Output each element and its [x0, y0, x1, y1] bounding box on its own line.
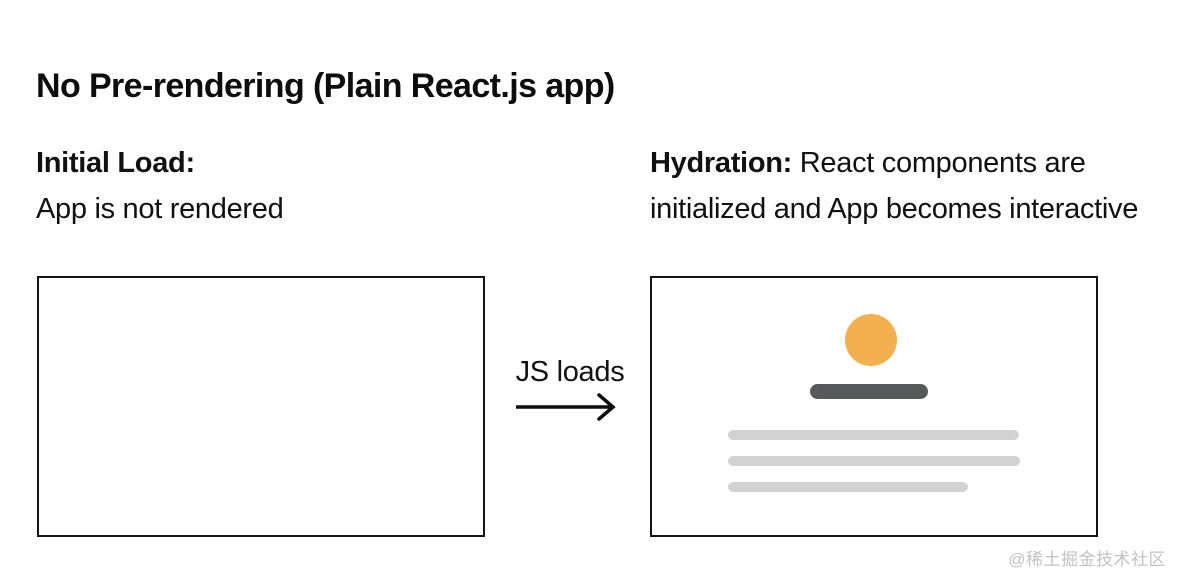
right-arrow-icon [513, 391, 627, 423]
avatar-circle [845, 314, 897, 366]
js-loads-label: JS loads [515, 356, 625, 388]
skeleton-title-bar [810, 384, 928, 399]
hydrated-app-frame [650, 276, 1098, 537]
initial-load-heading-line: Initial Load: [36, 140, 283, 186]
skeleton-text-bar [728, 456, 1020, 466]
hydration-line-1-rest: React components are [799, 147, 1086, 179]
hydration-line-1: Hydration: React components are [650, 140, 1170, 186]
watermark: @稀土掘金技术社区 [1008, 550, 1166, 569]
initial-load-description: App is not rendered [36, 193, 284, 225]
hydration-label-block: Hydration: React components are initiali… [650, 140, 1170, 232]
skeleton-text-bar [728, 482, 968, 492]
initial-load-heading: Initial Load: [36, 147, 195, 179]
skeleton-text-bar [728, 430, 1019, 440]
hydration-line-2: initialized and App becomes interactive [650, 193, 1139, 225]
hydration-heading: Hydration: [650, 147, 793, 179]
page-title: No Pre-rendering (Plain React.js app) [36, 66, 615, 105]
empty-app-frame [37, 276, 485, 537]
initial-load-label-block: Initial Load: App is not rendered [36, 140, 284, 232]
